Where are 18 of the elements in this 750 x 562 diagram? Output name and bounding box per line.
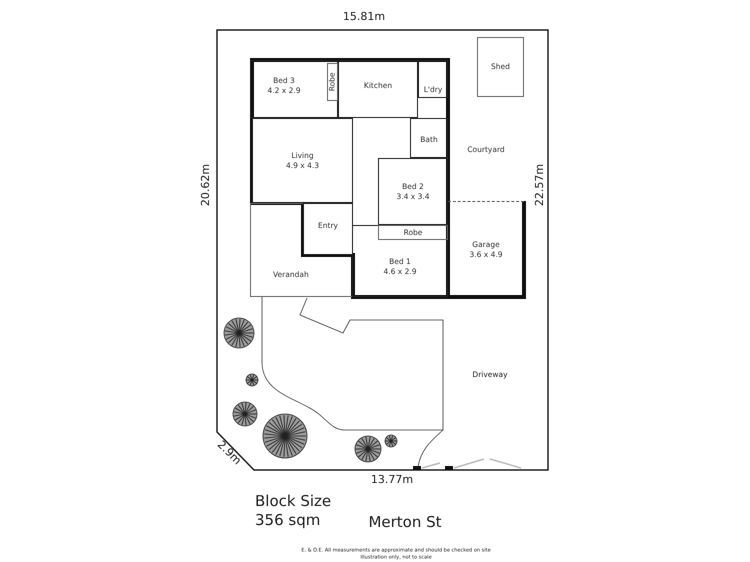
dimension-label: 20.62m [200,164,212,206]
dimension-label: 22.57m [534,164,546,206]
block-size-value: 356 sqm [255,512,320,528]
room-outline [352,225,448,297]
dimension-label: 13.77m [370,474,414,486]
room-outline [410,118,448,158]
room-outline [378,225,448,240]
block-size-heading: Block Size [255,492,332,510]
dimension-label: 15.81m [342,10,386,24]
room-outline [327,63,338,101]
room-outline [338,60,418,118]
room-outline [250,203,353,297]
room-outline [418,60,448,98]
room-outline [252,118,353,203]
street-name: Merton St [368,514,442,530]
room-outline [477,37,524,97]
room-outline [303,203,353,255]
room-outline [378,158,448,225]
